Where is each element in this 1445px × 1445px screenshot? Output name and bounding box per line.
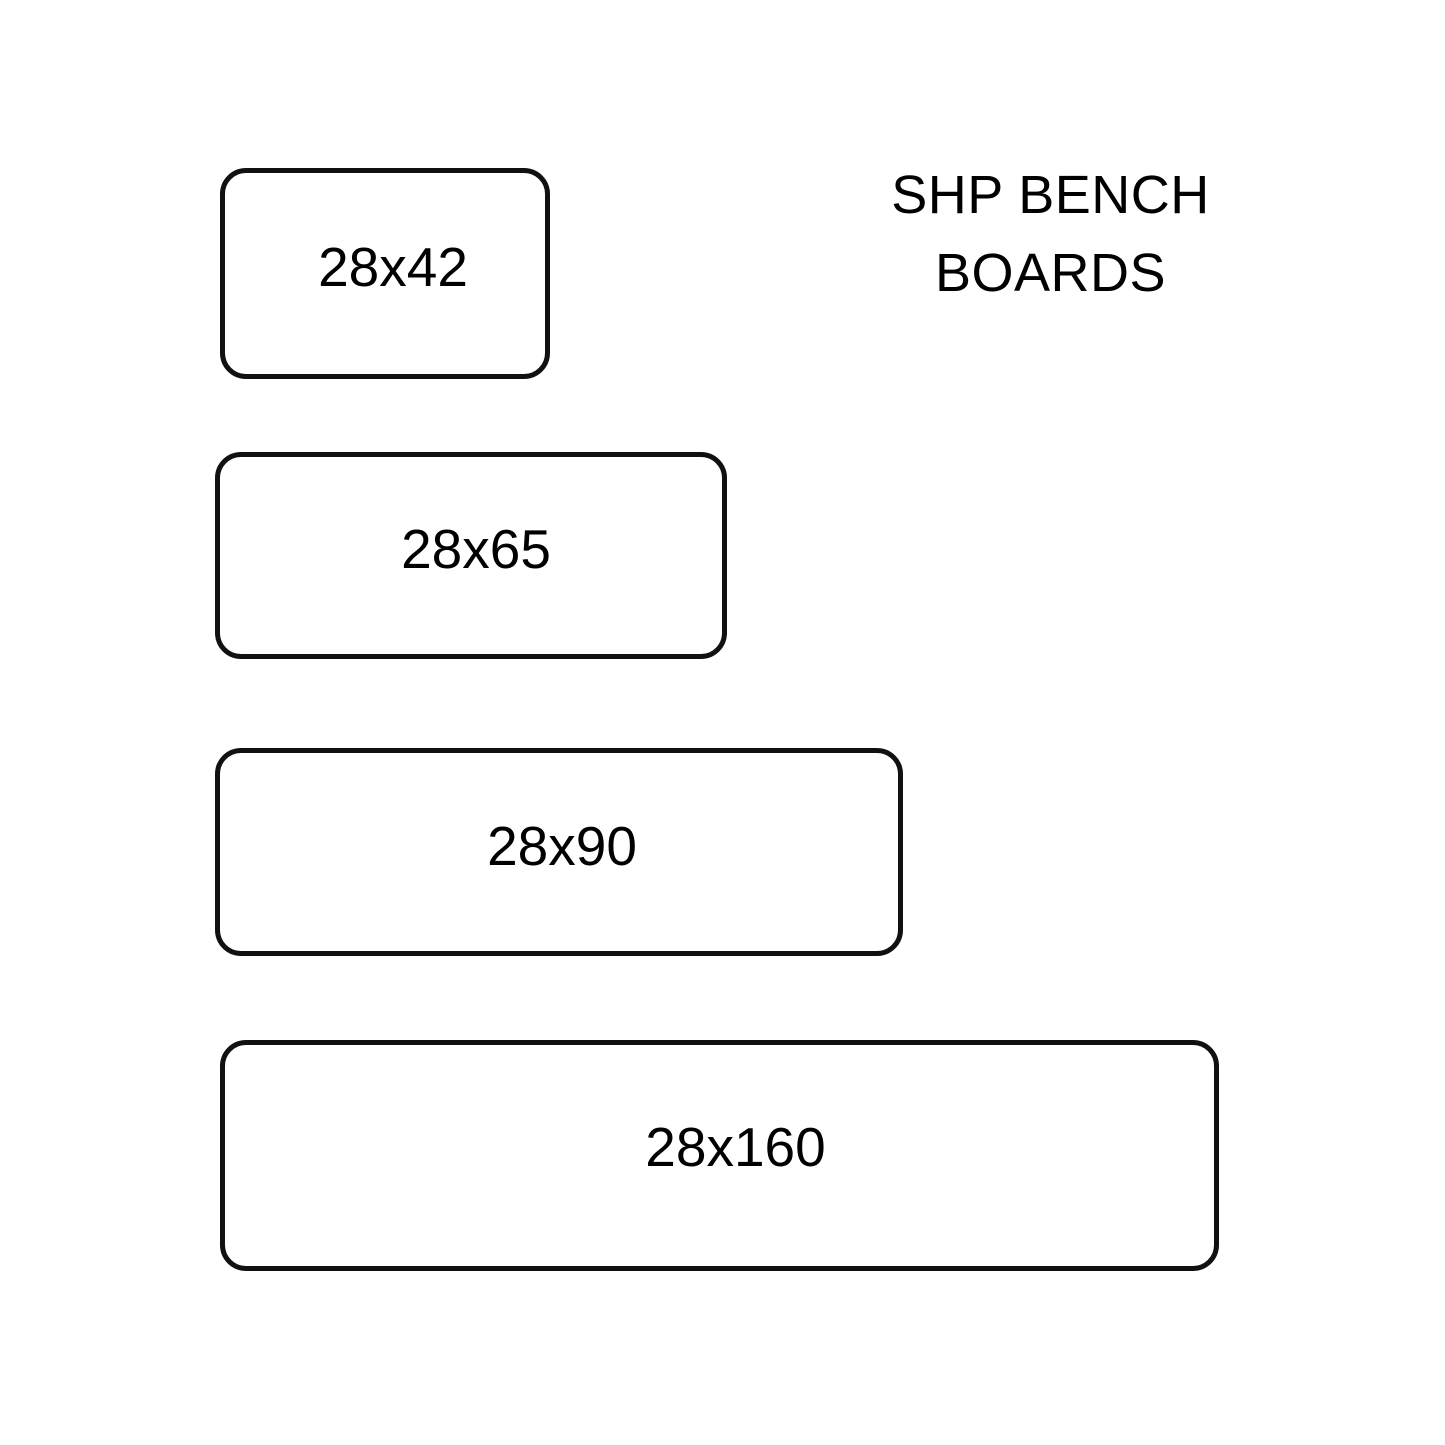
board-label: 28x65	[401, 518, 551, 580]
board-rect[interactable]: 28x90	[215, 748, 903, 956]
board-label: 28x90	[487, 814, 637, 877]
board-rect[interactable]: 28x42	[220, 168, 550, 379]
board-label: 28x160	[645, 1116, 826, 1178]
board-label: 28x42	[318, 236, 468, 298]
diagram-title: SHP BENCH BOARDS	[751, 156, 1351, 312]
title-line-1: SHP BENCH	[891, 165, 1210, 225]
title-line-2: BOARDS	[934, 243, 1167, 303]
board-rect[interactable]: 28x65	[215, 452, 727, 659]
board-rect[interactable]: 28x160	[220, 1040, 1219, 1271]
